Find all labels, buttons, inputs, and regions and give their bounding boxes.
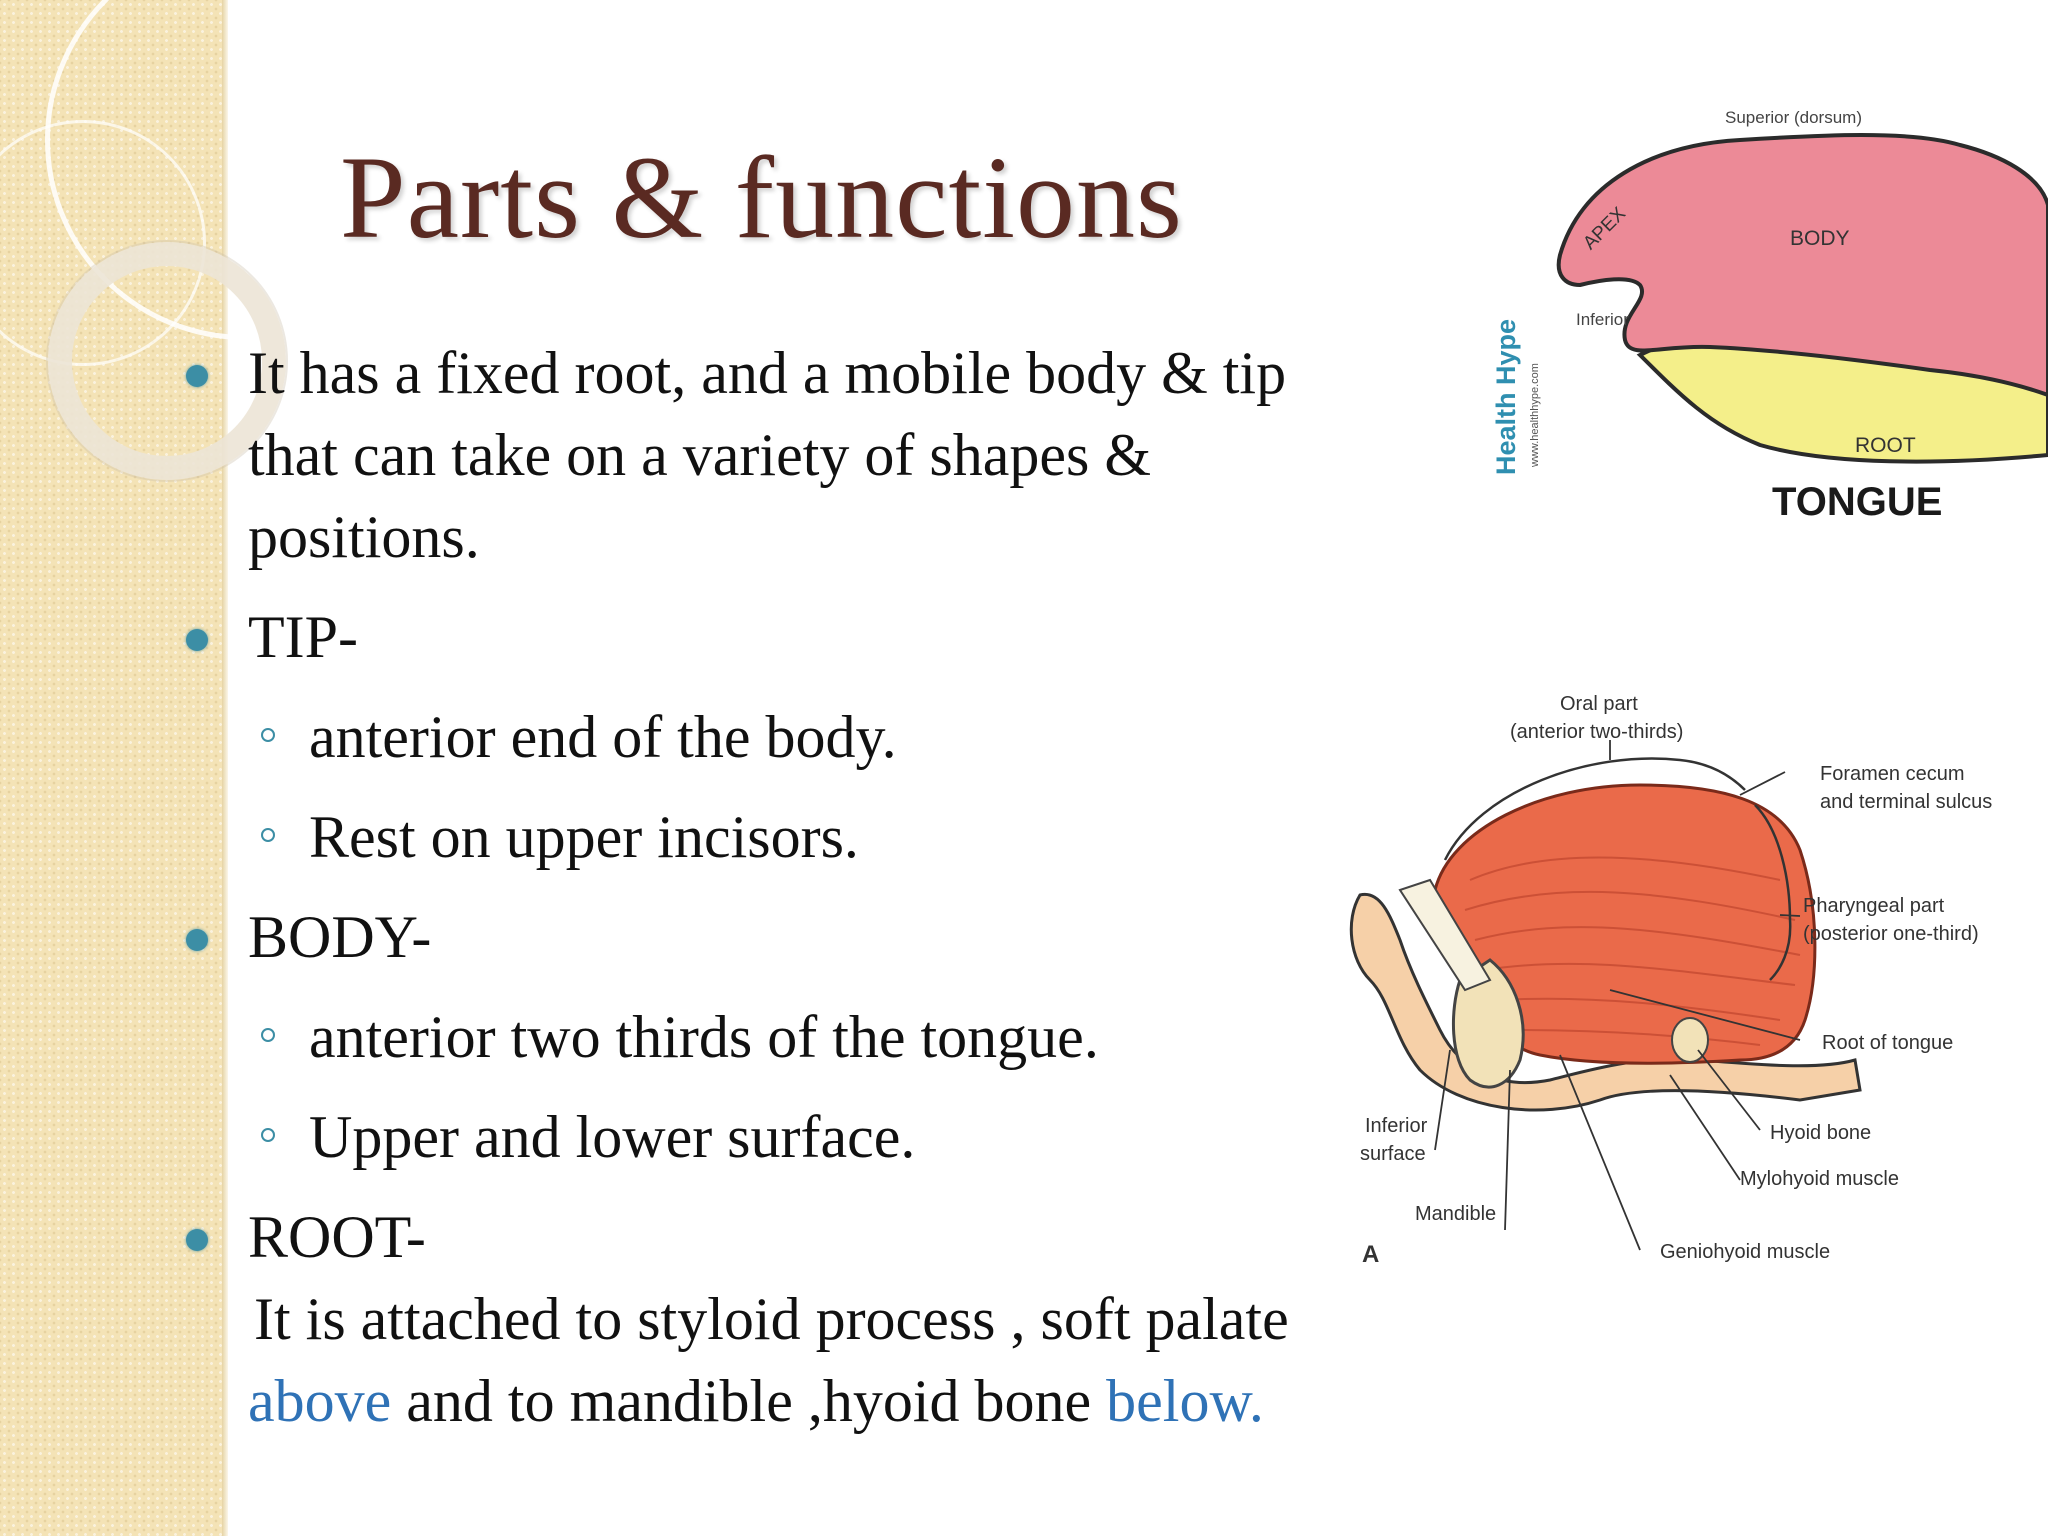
highlight-text: below. [1106, 1368, 1264, 1434]
sub-bullet-circle-icon [261, 1028, 275, 1042]
mandible-bone [1452, 958, 1525, 1089]
inferior-label: Inferior [1576, 310, 1629, 329]
body-region [1556, 133, 2048, 398]
bullet-item: TIP- [186, 596, 1356, 678]
sub-bullet-circle-icon [261, 828, 275, 842]
sub-bullet-text: anterior end of the body. [309, 704, 897, 770]
incisor [1398, 878, 1492, 992]
bullet-item: It has a fixed root, and a mobile body &… [186, 332, 1356, 578]
tongue-caption: TONGUE [1772, 480, 1942, 524]
bullet-text: It has a fixed root, and a mobile body &… [248, 340, 1287, 570]
foramen-label: Foramen cecum [1820, 763, 1965, 785]
bullet-dot-icon [186, 629, 208, 651]
tongue-regions-diagram: Superior (dorsum) APEX BODY Inferior ROO… [1491, 108, 2048, 524]
bullet-text: TIP- [248, 604, 358, 670]
lip-outline [1349, 892, 1862, 1112]
sub-bullet-text: anterior two thirds of the tongue. [309, 1004, 1099, 1070]
bullet-text: BODY- [248, 904, 432, 970]
slide-content: It has a fixed root, and a mobile body &… [186, 332, 1356, 1502]
oral-part-sub-label: (anterior two-thirds) [1510, 721, 1683, 743]
bullet-dot-icon [186, 365, 208, 387]
sub-bullet-circle-icon [261, 1128, 275, 1142]
geniohyoid-label: Geniohyoid muscle [1660, 1241, 1830, 1263]
mandible-label: Mandible [1415, 1203, 1496, 1225]
sub-bullet-item: anterior two thirds of the tongue. [186, 996, 1356, 1078]
pharyngeal-label: Pharyngeal part [1803, 895, 1945, 917]
band-edge [222, 0, 228, 1536]
slide-title: Parts & functions [340, 132, 1183, 263]
sub-bullet-item: Rest on upper incisors. [186, 796, 1356, 878]
bullet-item: BODY- [186, 896, 1356, 978]
hyoid-label: Hyoid bone [1770, 1122, 1871, 1144]
root-paragraph: It is attached to styloid process , soft… [186, 1278, 1356, 1442]
panel-label: A [1362, 1241, 1379, 1268]
paragraph-text: and to mandible ,hyoid bone [391, 1368, 1107, 1434]
sub-bullet-item: anterior end of the body. [186, 696, 1356, 778]
watermark-url: www.healthhype.com [1529, 363, 1541, 468]
foramen-sub-label: and terminal sulcus [1820, 791, 1992, 813]
bullet-text: ROOT- [248, 1204, 426, 1270]
mylohyoid-label: Mylohyoid muscle [1740, 1168, 1899, 1190]
bullet-item: ROOT- [186, 1196, 1356, 1278]
inferior-label: Inferior [1365, 1115, 1428, 1137]
watermark-logo: Health Hype [1491, 319, 1521, 475]
paragraph-text: It is attached to styloid process , soft… [254, 1286, 1289, 1352]
bullet-dot-icon [186, 1229, 208, 1251]
sub-bullet-item: Upper and lower surface. [186, 1096, 1356, 1178]
bullet-dot-icon [186, 929, 208, 951]
superior-label: Superior (dorsum) [1725, 108, 1862, 127]
surface-label: surface [1360, 1143, 1426, 1165]
oral-part-label: Oral part [1560, 693, 1638, 715]
root-label: ROOT [1855, 434, 1916, 457]
pharyngeal-sub-label: (posterior one-third) [1803, 923, 1979, 945]
sub-bullet-text: Upper and lower surface. [309, 1104, 916, 1170]
tongue-section-diagram: Oral part (anterior two-thirds) Foramen … [1349, 693, 1992, 1268]
sub-bullet-text: Rest on upper incisors. [309, 804, 859, 870]
root-of-tongue-label: Root of tongue [1822, 1032, 1953, 1054]
sub-bullet-circle-icon [261, 728, 275, 742]
highlight-text: above [248, 1368, 392, 1434]
body-label: BODY [1790, 227, 1850, 250]
